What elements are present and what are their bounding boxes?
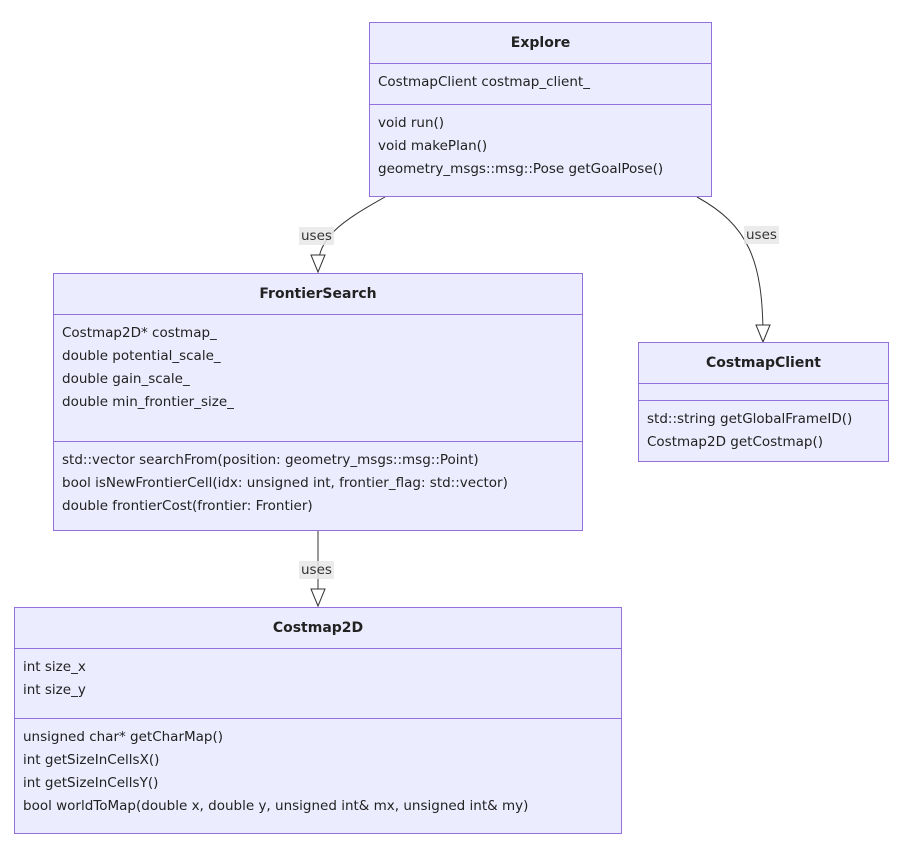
method: Costmap2D getCostmap() (647, 434, 823, 450)
method: bool worldToMap(double x, double y, unsi… (23, 798, 529, 814)
attribute: Costmap2D* costmap_ (62, 325, 217, 341)
method: std::string getGlobalFrameID() (647, 411, 853, 427)
method: geometry_msgs::msg::Pose getGoalPose() (378, 161, 664, 177)
attribute: CostmapClient costmap_client_ (378, 74, 590, 90)
method: double frontierCost(frontier: Frontier) (62, 498, 313, 514)
class-costmapclient[interactable]: CostmapClient std::string getGlobalFrame… (638, 342, 889, 462)
attribute: double gain_scale_ (62, 371, 190, 387)
method: bool isNewFrontierCell(idx: unsigned int… (62, 475, 508, 491)
method: int getSizeInCellsY() (23, 775, 159, 791)
class-costmap2d-attributes: int size_x int size_y (15, 649, 621, 718)
class-explore-name: Explore (370, 23, 711, 64)
attribute: double potential_scale_ (62, 348, 221, 364)
attribute: double min_frontier_size_ (62, 394, 234, 410)
class-costmapclient-name: CostmapClient (639, 343, 888, 384)
method: void makePlan() (378, 138, 488, 154)
edge-label-frontiersearch-costmap2d: uses (299, 561, 334, 579)
edge-label-explore-frontiersearch: uses (299, 227, 334, 245)
arrowhead-costmapclient (755, 324, 771, 344)
class-frontiersearch-attributes: Costmap2D* costmap_ double potential_sca… (54, 315, 582, 441)
class-explore-methods: void run() void makePlan() geometry_msgs… (370, 104, 711, 186)
method: int getSizeInCellsX() (23, 752, 160, 768)
method: unsigned char* getCharMap() (23, 729, 224, 745)
edge-explore-costmapclient (696, 196, 764, 338)
class-frontiersearch-methods: std::vector searchFrom(position: geometr… (54, 441, 582, 523)
class-costmap2d-name: Costmap2D (15, 608, 621, 649)
arrowhead-frontiersearch (310, 254, 326, 274)
class-costmap2d[interactable]: Costmap2D int size_x int size_y unsigned… (14, 607, 622, 834)
attribute: int size_x (23, 659, 86, 675)
class-explore-attributes: CostmapClient costmap_client_ (370, 64, 711, 104)
method: std::vector searchFrom(position: geometr… (62, 452, 479, 468)
class-costmapclient-attributes (639, 384, 888, 400)
method: void run() (378, 115, 445, 131)
attribute: int size_y (23, 682, 86, 698)
class-frontiersearch-name: FrontierSearch (54, 274, 582, 315)
class-costmapclient-methods: std::string getGlobalFrameID() Costmap2D… (639, 400, 888, 459)
class-costmap2d-methods: unsigned char* getCharMap() int getSizeI… (15, 718, 621, 823)
class-frontiersearch[interactable]: FrontierSearch Costmap2D* costmap_ doubl… (53, 273, 583, 531)
arrowhead-costmap2d (310, 588, 326, 608)
class-explore[interactable]: Explore CostmapClient costmap_client_ vo… (369, 22, 712, 197)
edge-label-explore-costmapclient: uses (744, 226, 779, 244)
